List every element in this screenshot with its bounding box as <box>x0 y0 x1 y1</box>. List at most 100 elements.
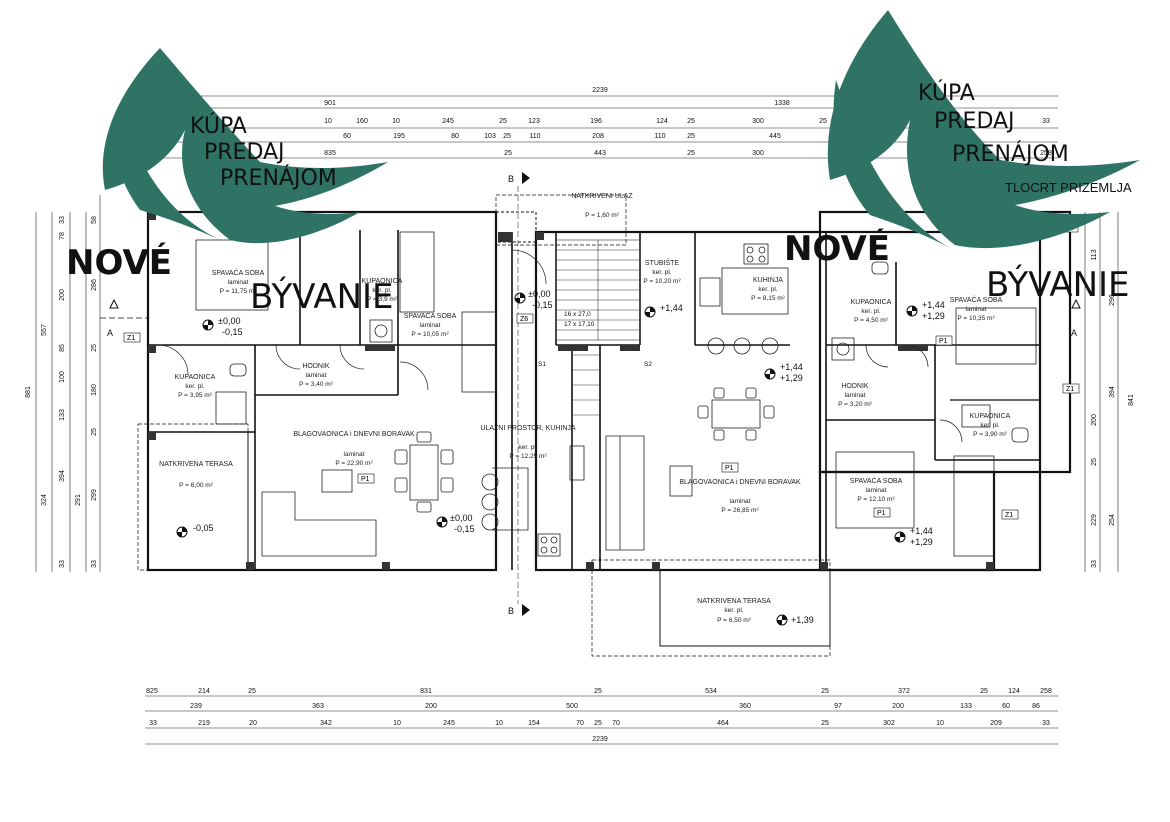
dim-b1-6: 25 <box>821 688 829 695</box>
level-8a: +1,44 <box>910 526 933 536</box>
room-kupaonica-4-area: P = 3,90 m² <box>973 431 1007 438</box>
dim-li-6: 394 <box>59 470 66 482</box>
bottom-dimensions <box>145 695 1058 745</box>
dim-b2-8: 60 <box>1002 703 1010 710</box>
dim-b1-2: 25 <box>248 688 256 695</box>
side-dimension-texts: 881 557 324 33 78 200 85 100 133 394 291… <box>25 216 1135 568</box>
dim-b3-14: 10 <box>936 720 944 727</box>
room-kuhinja-name: KUHINJA <box>753 277 783 284</box>
dim-ri-2: 25 <box>1091 458 1098 466</box>
tag-p1-right: P1 <box>939 338 948 345</box>
brand-byvanie-left: BÝVANIE <box>250 276 394 317</box>
dim-ri-1: 200 <box>1091 414 1098 426</box>
dim-l-881: 881 <box>25 386 32 398</box>
dim-b3-8: 70 <box>576 720 584 727</box>
room-natkriveni-ulaz-area: P = 1,60 m² <box>585 212 619 219</box>
dim-li-2: 200 <box>59 289 66 301</box>
dim-li2-5: 299 <box>91 489 98 501</box>
stair-rise: 17 x 17,10 <box>564 321 595 328</box>
room-spavaca-2-floor: laminat <box>420 322 441 329</box>
tag-z1-left: Z1 <box>127 335 135 342</box>
tag-z1-right-2: Z1 <box>1066 386 1074 393</box>
dim-b3-5: 245 <box>443 720 455 727</box>
dim-t3-12: 33 <box>1042 118 1050 125</box>
dim-li2-3: 180 <box>91 384 98 396</box>
dim-t3-2: 195 <box>393 133 405 140</box>
level-markers: ±0,00 -0,15 ±0,00 -0,15 ±0,00 -0,15 -0,0… <box>176 289 945 626</box>
dim-b1-4: 25 <box>594 688 602 695</box>
room-stubiste: STUBIŠTE ker. pl. P = 10,20 m² <box>643 258 681 285</box>
dim-b3-15: 209 <box>990 720 1002 727</box>
room-ulazni: ULAZNI PROSTOR, KUHINJA ker. pl. P = 12,… <box>480 425 575 460</box>
room-natkriveni-ulaz: NATKRIVENI ULAZ P = 1,60 m² <box>571 193 633 219</box>
dim-b2-6: 200 <box>892 703 904 710</box>
room-kuhinja: KUHINJA ker. pl. P = 8,15 m² <box>751 277 785 302</box>
dim-t4-1: 25 <box>504 150 512 157</box>
tag-z6: Z6 <box>520 316 528 323</box>
dim-t2-8: 25 <box>687 118 695 125</box>
room-terasa-2-name: NATKRIVENA TERASA <box>697 598 771 605</box>
room-kupaonica-1-area: P = 3,9 m² <box>367 296 398 303</box>
level-3a: ±0,00 <box>450 513 472 523</box>
room-spavaca-1: SPAVAĆA SOBA laminat P = 11,75 m² <box>212 268 265 295</box>
dim-t2-0: 10 <box>324 118 332 125</box>
doors <box>157 249 963 443</box>
plan-title: TLOCRT PRIZEMLJA <box>1005 180 1132 195</box>
level-5: +1,44 <box>660 303 683 313</box>
level-1a: ±0,00 <box>218 316 240 326</box>
dim-li-4: 100 <box>59 371 66 383</box>
room-spavaca-3: SPAVAĆA SOBA laminat P = 10,35 m² <box>950 295 1003 322</box>
dim-t3-8: 110 <box>654 133 665 140</box>
room-terasa-1-area: P = 6,00 m² <box>179 482 213 489</box>
terraces <box>137 194 831 657</box>
room-blagovaonica-1-floor: laminat <box>344 451 365 458</box>
room-hodnik-2-name: HODNIK <box>841 383 869 390</box>
dim-t2-9: 300 <box>752 118 764 125</box>
dim-b1-7: 372 <box>898 688 910 695</box>
section-a-left: A <box>107 328 113 338</box>
room-stubiste-area: P = 10,20 m² <box>643 278 681 285</box>
level-marker-8: +1,44 +1,29 <box>894 526 933 547</box>
dim-b3-2: 20 <box>249 720 257 727</box>
dim-li-3: 85 <box>59 344 66 352</box>
dim-t3-1: 60 <box>343 133 351 140</box>
dim-ri-4: 33 <box>1091 560 1098 568</box>
dim-b2-5: 97 <box>834 703 842 710</box>
section-markers: A A B B <box>100 172 1081 616</box>
room-hodnik-1-area: P = 3,40 m² <box>299 381 333 388</box>
dim-li2-6: 33 <box>91 560 98 568</box>
room-spavaca-4-floor: laminat <box>866 487 887 494</box>
dim-t4-3: 25 <box>687 150 695 157</box>
level-7a: +1,44 <box>922 300 945 310</box>
stair-s2: S2 <box>644 361 652 368</box>
dim-li-5: 133 <box>59 409 66 421</box>
dim-r-394: 394 <box>1109 386 1116 398</box>
dim-b2-1: 363 <box>312 703 324 710</box>
dim-t3-5: 25 <box>503 133 511 140</box>
tag-p1-center: P1 <box>725 465 734 472</box>
room-kupaonica-2-floor: ker. pl. <box>185 383 204 390</box>
level-marker-1: ±0,00 -0,15 <box>202 316 243 337</box>
brand-nove-right: NOVÉ <box>784 228 890 269</box>
dim-b3-16: 33 <box>1042 720 1050 727</box>
brand-byvanie-right: BÝVANIE <box>986 264 1130 305</box>
dim-b1-3: 831 <box>420 688 432 695</box>
dim-t2-7: 124 <box>656 118 668 125</box>
room-ulazni-area: P = 12,25 m² <box>509 453 547 460</box>
room-kupaonica-2: KUPAONICA ker. pl. P = 3,95 m² <box>175 374 216 399</box>
room-kupaonica-3: KUPAONICA ker. pl. P = 4,50 m² <box>851 299 892 324</box>
dim-l-557: 557 <box>41 324 48 336</box>
room-kupaonica-4: KUPAONICA ker. pl. P = 3,90 m² <box>970 413 1011 438</box>
stair-steps: 16 x 27,0 <box>564 311 591 318</box>
section-b-bottom: B <box>508 606 514 616</box>
brand-kupa-right: KÚPA <box>918 80 975 106</box>
dim-top-1338: 1338 <box>774 100 790 107</box>
level-8b: +1,29 <box>910 537 933 547</box>
dim-ri-3: 229 <box>1091 514 1098 526</box>
room-kupaonica-1-floor: ker. pl. <box>372 287 391 294</box>
dim-li-1: 78 <box>59 232 66 240</box>
room-stubiste-name: STUBIŠTE <box>645 258 680 267</box>
wing-left-icon <box>102 48 389 244</box>
dim-b3-1: 219 <box>198 720 210 727</box>
room-ulazni-floor: ker. pl. <box>518 444 537 451</box>
